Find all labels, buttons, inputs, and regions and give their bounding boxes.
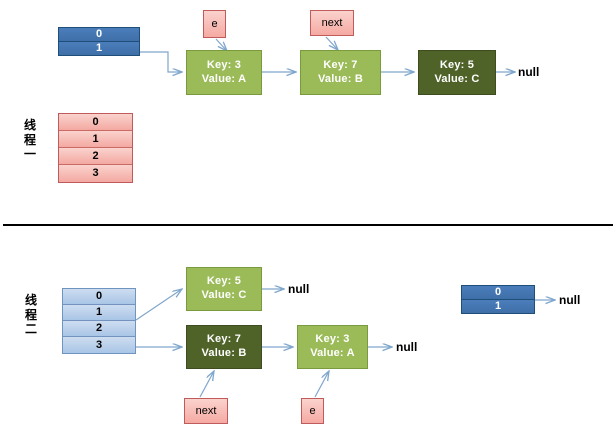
top-entry-node-key-7-value: Value: B — [317, 72, 363, 85]
top-entry-node-key-3-key: Key: 3 — [206, 58, 242, 71]
thread-two-bucket-cell-2[interactable]: 2 — [63, 321, 135, 337]
thread-two-char-1: 线 — [24, 293, 37, 307]
thread-one-old-table[interactable]: 0 1 — [461, 285, 535, 314]
section-divider — [3, 224, 613, 226]
thread-two-bucket-table[interactable]: 0 1 2 3 — [62, 288, 136, 354]
top-entry-node-key-3-value: Value: A — [201, 72, 247, 85]
thread-one-char-3: 一 — [23, 147, 36, 162]
top-entry-node-key-3[interactable]: Key: 3 Value: A — [186, 50, 262, 95]
thread-two-bucket-cell-0[interactable]: 0 — [63, 289, 135, 305]
top-entry-node-key-7[interactable]: Key: 7 Value: B — [300, 50, 381, 95]
bottom-null-label-key-5: null — [288, 282, 310, 296]
thread-two-bucket-cell-3[interactable]: 3 — [63, 337, 135, 353]
bottom-pointer-next-tag[interactable]: next — [184, 398, 228, 424]
bottom-right-null-label: null — [559, 293, 581, 307]
bottom-entry-node-key-5-key: Key: 5 — [206, 275, 242, 288]
bottom-entry-node-key-7[interactable]: Key: 7 Value: B — [186, 325, 262, 369]
bottom-entry-node-key-7-key: Key: 7 — [206, 333, 242, 346]
top-entry-node-key-5[interactable]: Key: 5 Value: C — [418, 50, 496, 95]
new-bucket-cell-3[interactable]: 3 — [59, 165, 132, 182]
new-bucket-cell-1[interactable]: 1 — [59, 131, 132, 148]
bucket-cell-0[interactable]: 0 — [59, 28, 139, 42]
bottom-null-label-key-3: null — [396, 340, 418, 354]
bottom-pointer-e-tag[interactable]: e — [301, 398, 324, 424]
thread-one-label: 线 程 一 — [22, 118, 38, 162]
new-bucket-cell-2[interactable]: 2 — [59, 148, 132, 165]
bucket-cell-1[interactable]: 1 — [59, 41, 139, 55]
top-null-label: null — [518, 65, 540, 79]
new-bucket-cell-0[interactable]: 0 — [59, 114, 132, 131]
top-entry-node-key-5-key: Key: 5 — [439, 58, 475, 71]
bottom-entry-node-key-7-value: Value: B — [201, 347, 247, 359]
thread-one-old-cell-0[interactable]: 0 — [462, 286, 534, 300]
top-pointer-next-label: next — [321, 17, 343, 29]
thread-two-char-2: 程 — [24, 307, 37, 322]
bottom-entry-node-key-5[interactable]: Key: 5 Value: C — [186, 267, 262, 311]
top-pointer-e-tag[interactable]: e — [203, 10, 226, 38]
bottom-entry-node-key-3-value: Value: A — [310, 347, 355, 359]
top-pointer-e-label: e — [211, 18, 218, 30]
thread-one-char-1: 线 — [23, 118, 36, 132]
top-entry-node-key-5-value: Value: C — [434, 72, 480, 85]
top-pointer-next-tag[interactable]: next — [310, 10, 354, 36]
thread-one-char-2: 程 — [23, 132, 36, 147]
thread-two-label: 线 程 二 — [23, 293, 39, 337]
bottom-pointer-e-label: e — [309, 405, 316, 417]
thread-two-char-3: 二 — [24, 322, 37, 337]
bottom-entry-node-key-3[interactable]: Key: 3 Value: A — [297, 325, 368, 369]
top-entry-node-key-7-key: Key: 7 — [323, 58, 358, 71]
new-bucket-table[interactable]: 0 1 2 3 — [58, 113, 133, 183]
bottom-entry-node-key-5-value: Value: C — [201, 289, 247, 301]
thread-one-old-cell-1[interactable]: 1 — [462, 299, 534, 313]
thread-two-bucket-cell-1[interactable]: 1 — [63, 305, 135, 321]
bottom-entry-node-key-3-key: Key: 3 — [315, 333, 350, 346]
bottom-pointer-next-label: next — [195, 405, 217, 417]
old-bucket-table[interactable]: 0 1 — [58, 27, 140, 56]
